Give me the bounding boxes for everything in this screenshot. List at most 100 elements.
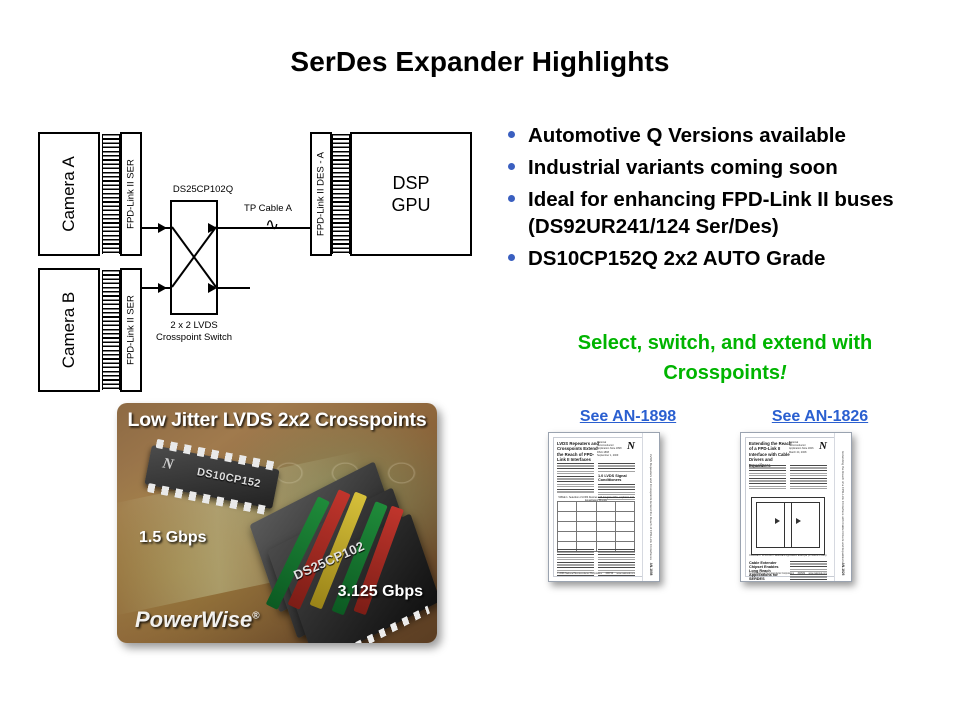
bullet-text: Ideal for enhancing FPD-Link II buses (D… [528, 188, 894, 238]
crosspoint-x-icon [171, 226, 217, 288]
tagline: Select, switch, and extend with Crosspoi… [500, 328, 950, 388]
dsp-label: DSP [392, 173, 430, 193]
wire-ser-a-to-switch [142, 227, 170, 229]
doc-footer-center: 300582 [797, 573, 806, 575]
block-diagram: Camera A FPD-Link II SER Camera B FPD-Li… [30, 120, 480, 400]
doc-section-heading-an-1826: Cable Extender Chipset Enables Long Reac… [749, 561, 779, 581]
powerwise-logo: PowerWise® [135, 607, 260, 633]
arrow-ser-a [158, 223, 167, 233]
doc-thumbnail-an-1898[interactable]: LVDS Repeaters and Crosspoints Extend th… [548, 432, 660, 582]
doc-side-title-an-1898: LVDS Repeaters and Crosspoints Extend th… [649, 454, 653, 560]
doc-footer-left: © 2009 National Semiconductor Corporatio… [557, 573, 603, 575]
doc-figure-caption-an-1826: FIGURE 1. FPD-Link II SER/DES Applicatio… [749, 554, 827, 557]
bullet-text: DS10CP152Q 2x2 AUTO Grade [528, 247, 826, 270]
camera-b-label: Camera B [59, 291, 78, 369]
ribbon-connector-a [102, 134, 120, 254]
dsp-gpu-block: DSP GPU [350, 132, 472, 256]
bullet-dot-icon [508, 195, 515, 202]
list-item: Ideal for enhancing FPD-Link II buses (D… [500, 186, 950, 240]
list-item: Industrial variants coming soon [500, 154, 950, 181]
table-header-row [556, 501, 636, 512]
speed-low-label: 1.5 Gbps [139, 529, 207, 546]
national-semiconductor-logo-icon: N [627, 440, 635, 452]
doc-content-an-1826: Extending the Reach of a FPD-Link II Int… [749, 440, 827, 581]
promo-title: Low Jitter LVDS 2x2 Crosspoints [127, 409, 427, 431]
doc-body-lines [598, 463, 635, 472]
chip-small-label: DS10CP152 [195, 465, 262, 490]
deserializer-label: FPD-Link II DES - A [315, 152, 327, 236]
arrow-switch-out-bottom [208, 283, 217, 293]
wire-switch-out-bottom [218, 287, 250, 289]
doc-title-an-1898: LVDS Repeaters and Crosspoints Extend th… [557, 441, 599, 463]
doc-footer-right: www.national.com [808, 573, 827, 575]
ribbon-connector-b [102, 270, 120, 390]
national-semiconductor-logo-icon: N [161, 455, 175, 474]
arrow-switch-out-top [208, 223, 217, 233]
doc-body-col-right [790, 465, 827, 491]
doc-figure-an-1826 [751, 497, 825, 555]
doc-side-band-an-1898: LVDS Repeaters and Crosspoints Extend th… [642, 433, 659, 581]
switch-caption-line2: Crosspoint Switch [155, 332, 233, 343]
doc-thumbnail-an-1826[interactable]: Extending the Reach of a FPD-Link II Int… [740, 432, 852, 582]
doc-footer-right: www.national.com [616, 573, 635, 575]
doc-body-col-right-2 [598, 549, 635, 577]
powerwise-registered-mark: ® [252, 610, 260, 622]
doc-content-an-1898: LVDS Repeaters and Crosspoints Extend th… [556, 440, 636, 577]
table-row [556, 531, 636, 542]
doc-side-id-an-1898: AN-1898 [649, 562, 653, 576]
doc-footer-an-1898: © 2009 National Semiconductor Corporatio… [557, 573, 635, 575]
doc-page-an-1898: LVDS Repeaters and Crosspoints Extend th… [553, 437, 655, 577]
serializer-b-label: FPD-Link II SER [125, 295, 137, 365]
switch-caption: 2 x 2 LVDS Crosspoint Switch [148, 320, 240, 344]
page-title: SerDes Expander Highlights [290, 46, 670, 77]
dsp-gpu-label: DSP GPU [352, 172, 470, 216]
doc-page-an-1826: Extending the Reach of a FPD-Link II Int… [745, 437, 847, 581]
list-item: Automotive Q Versions available [500, 122, 950, 149]
switch-part-label: DS25CP102Q [172, 184, 234, 195]
doc-table-an-1898 [556, 501, 636, 552]
camera-a-block: Camera A [38, 132, 100, 256]
national-semiconductor-logo-icon: N [819, 440, 827, 452]
switch-caption-line1: 2 x 2 LVDS [170, 320, 218, 331]
arrow-ser-b [158, 283, 167, 293]
ribbon-connector-des [332, 134, 350, 254]
doc-side-band-an-1826: Extending the Reach of a FPD-Link II Int… [834, 433, 851, 581]
link-an-1898[interactable]: See AN-1898 [579, 408, 677, 425]
tagline-line2-wrap: Crosspoints! [500, 358, 950, 388]
doc-body-col-left-2 [557, 549, 594, 577]
powerwise-text: PowerWise [135, 607, 253, 632]
link-an-1826[interactable]: See AN-1826 [771, 408, 869, 425]
gpu-label: GPU [391, 195, 431, 215]
doc-section-heading-an-1898: 1.0 LVDS Signal Conditioners [598, 474, 627, 482]
wire-tp-cable [218, 227, 310, 229]
bullet-text: Automotive Q Versions available [528, 124, 846, 147]
doc-title-an-1826: Extending the Reach of a FPD-Link II Int… [749, 441, 792, 468]
doc-footer-center: 300746 [605, 573, 614, 575]
deserializer-block: FPD-Link II DES - A [310, 132, 332, 256]
product-promo-image: Low Jitter LVDS 2x2 Crosspoints N DS10CP… [117, 403, 437, 643]
tagline-exclamation: ! [780, 362, 787, 384]
doc-side-id-an-1826: AN-1826 [841, 562, 845, 576]
tp-cable-label: TP Cable A [244, 203, 292, 214]
wire-ser-b-to-switch [142, 287, 170, 289]
serializer-a-label: FPD-Link II SER [125, 159, 137, 229]
cable-break-icon: ∿ [265, 215, 280, 234]
doc-body-col-left [557, 463, 594, 493]
bullet-text: Industrial variants coming soon [528, 156, 838, 179]
speed-high-label: 3.125 Gbps [337, 583, 423, 600]
bullet-dot-icon [508, 254, 515, 261]
doc-footer-an-1826: © 2008 National Semiconductor Corporatio… [749, 573, 827, 575]
table-row [556, 511, 636, 522]
doc-body-col-left-2: Cable Extender Chipset Enables Long Reac… [749, 561, 786, 581]
doc-body-col-right: 1.0 LVDS Signal Conditioners [598, 463, 635, 500]
doc-meta-an-1898: National Semiconductor Application Note … [597, 441, 622, 457]
serializer-a-block: FPD-Link II SER [120, 132, 142, 256]
tagline-line1: Select, switch, and extend with [577, 332, 873, 354]
doc-body-col-right-2 [790, 561, 827, 581]
serializer-b-block: FPD-Link II SER [120, 268, 142, 392]
doc-body-lines [598, 483, 635, 500]
camera-b-block: Camera B [38, 268, 100, 392]
bullet-dot-icon [508, 131, 515, 138]
doc-table-caption-an-1898: TABLE 1. Selection of LVDS Devices with … [558, 496, 634, 502]
